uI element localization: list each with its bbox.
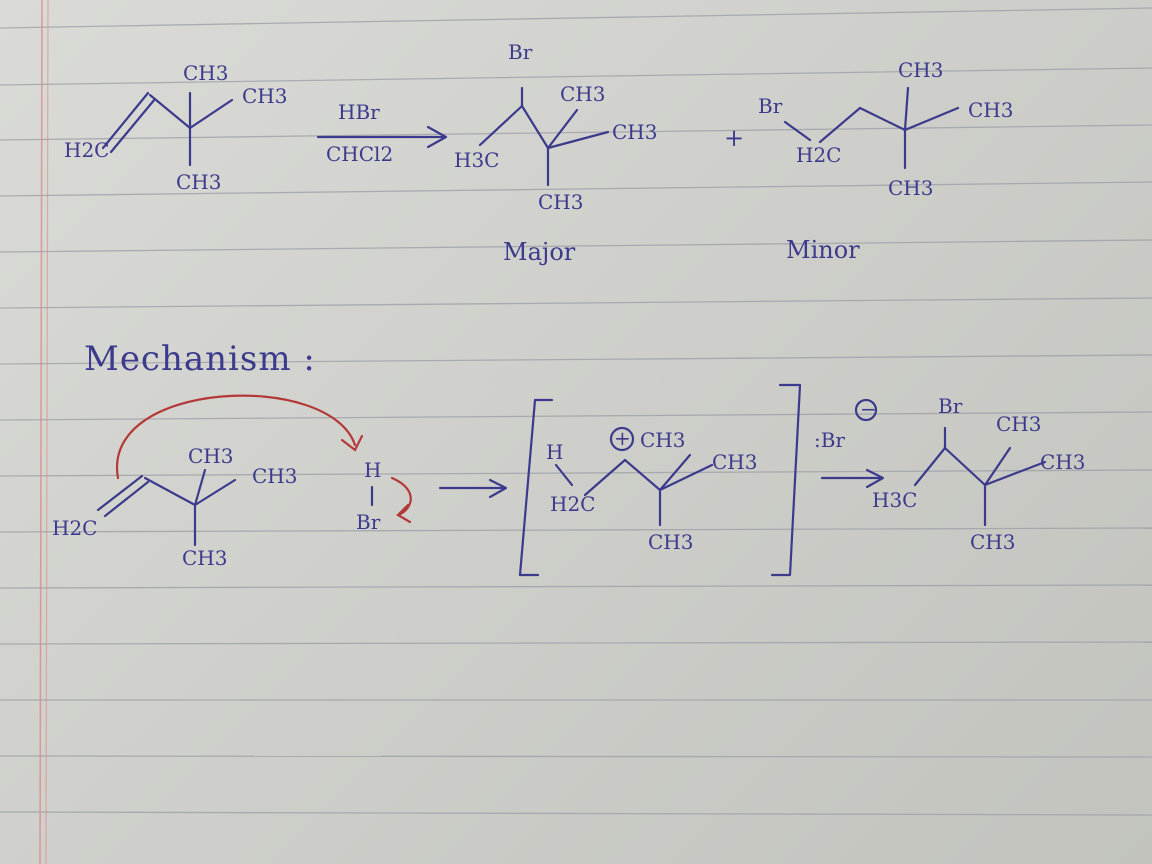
mech-arrow-1 bbox=[438, 478, 508, 499]
major-label: Major bbox=[503, 238, 576, 266]
plus-sign: + bbox=[724, 124, 745, 152]
minor-product-skeleton bbox=[783, 86, 960, 170]
major-methyl-top: CH3 bbox=[560, 82, 606, 106]
reactant-methyl-top-right: CH3 bbox=[242, 84, 288, 108]
mech-product-br: Br bbox=[938, 394, 963, 418]
reagent-solvent: CHCl2 bbox=[326, 142, 394, 166]
intermediate-methyl-right: CH3 bbox=[712, 450, 758, 474]
bromide-nucleophile: :Br bbox=[814, 428, 845, 452]
major-product-skeleton bbox=[478, 86, 610, 187]
mechanism-title: Mechanism : bbox=[84, 339, 316, 379]
mech-product-methyl-right: CH3 bbox=[1040, 450, 1086, 474]
major-br: Br bbox=[508, 40, 533, 64]
hbr-br: Br bbox=[356, 510, 381, 534]
anion-charge-circle bbox=[854, 398, 878, 422]
mech-reactant-skeleton bbox=[96, 468, 237, 547]
mech-reactant-methyl-bottom: CH3 bbox=[182, 546, 228, 570]
charge-circle bbox=[609, 426, 635, 452]
major-methyl-bottom: CH3 bbox=[538, 190, 584, 214]
major-terminal: H3C bbox=[454, 148, 500, 172]
carbocation-charge: + bbox=[614, 426, 631, 450]
minor-terminal: H2C bbox=[796, 143, 842, 167]
mech-product-terminal: H3C bbox=[872, 488, 918, 512]
mech-product-skeleton bbox=[913, 426, 1047, 527]
mech-product-methyl-bottom: CH3 bbox=[970, 530, 1016, 554]
carbocation-skeleton bbox=[554, 453, 714, 527]
reactant-methyl-top-left: CH3 bbox=[183, 61, 229, 85]
mech-arrow-2 bbox=[820, 468, 885, 489]
reactant-methyl-bottom: CH3 bbox=[176, 170, 222, 194]
minor-br: Br bbox=[758, 94, 783, 118]
minor-methyl-bottom: CH3 bbox=[888, 176, 934, 200]
mech-reactant-methyl-top-right: CH3 bbox=[252, 464, 298, 488]
reactant-skeleton bbox=[101, 91, 234, 167]
minor-methyl-right: CH3 bbox=[968, 98, 1014, 122]
reactant-terminal: H2C bbox=[64, 138, 110, 162]
reagent-hbr: HBr bbox=[338, 100, 380, 124]
intermediate-methyl-bottom: CH3 bbox=[648, 530, 694, 554]
intermediate-h: H bbox=[546, 440, 564, 464]
major-methyl-right: CH3 bbox=[612, 120, 658, 144]
reaction-arrow bbox=[316, 125, 448, 149]
mech-product-methyl-top: CH3 bbox=[996, 412, 1042, 436]
intermediate-terminal: H2C bbox=[550, 492, 596, 516]
bromide-charge: − bbox=[860, 397, 877, 421]
hbr-h: H bbox=[364, 458, 382, 482]
right-bracket bbox=[770, 383, 802, 577]
mech-reactant-methyl-top-left: CH3 bbox=[188, 444, 234, 468]
mech-reactant-terminal: H2C bbox=[52, 516, 98, 540]
electron-push-arrows bbox=[115, 394, 412, 524]
left-bracket bbox=[518, 398, 554, 577]
minor-methyl-top: CH3 bbox=[898, 58, 944, 82]
minor-label: Minor bbox=[786, 236, 860, 264]
intermediate-methyl-top: CH3 bbox=[640, 428, 686, 452]
